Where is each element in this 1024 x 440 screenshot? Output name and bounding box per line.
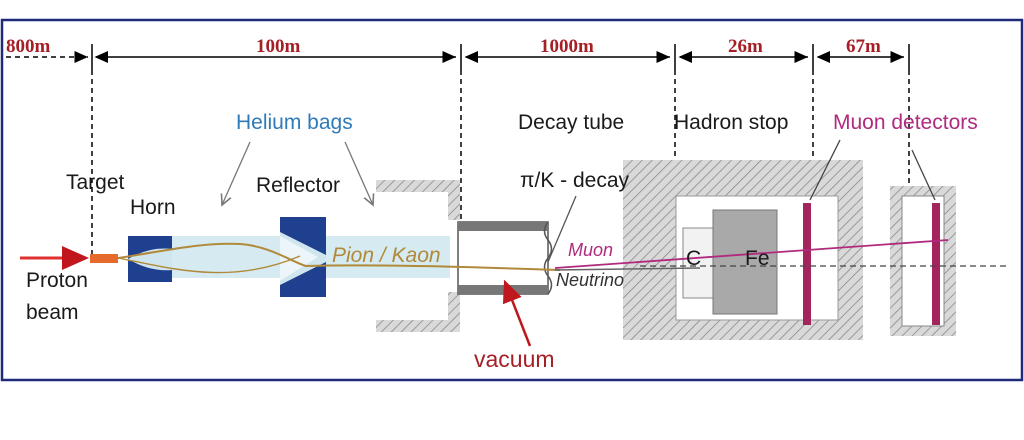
neutrino-label: Neutrino — [556, 270, 624, 290]
helium-bags-pointer-right — [344, 141, 373, 205]
horn-magnet — [128, 236, 172, 282]
dimension-line — [6, 44, 910, 70]
muon-detectors-label: Muon detectors — [833, 111, 978, 134]
decay-pointer — [547, 195, 577, 263]
carbon-label: C — [686, 247, 701, 270]
vacuum-arrow — [502, 279, 532, 347]
muon-label: Muon — [568, 240, 613, 260]
reflector-magnet — [280, 217, 326, 297]
iron-label: Fe — [745, 247, 770, 270]
distance-100m: 100m — [256, 36, 301, 57]
pi-k-decay-label: π/K - decay — [520, 169, 630, 192]
helium-bags-label: Helium bags — [236, 111, 353, 134]
decay-tube-label: Decay tube — [518, 111, 624, 134]
pion-kaon-label: Pion / Kaon — [332, 244, 441, 267]
muon-detector-pointer-1 — [809, 139, 841, 201]
beam-label: beam — [26, 301, 79, 324]
distance-800m: 800m — [6, 36, 51, 57]
reflector-label: Reflector — [256, 174, 340, 197]
section-guides — [91, 70, 910, 262]
helium-bags-pointer-left — [222, 141, 251, 205]
vacuum-label: vacuum — [474, 346, 555, 372]
target-rod — [90, 254, 118, 263]
hadron-stop-label: Hadron stop — [674, 111, 788, 134]
neutrino-trajectory — [554, 267, 701, 271]
distance-67m: 67m — [846, 36, 881, 57]
hadron-stop — [623, 160, 863, 340]
proton-label: Proton — [26, 269, 88, 292]
horn-label: Horn — [130, 196, 176, 219]
distance-1000m: 1000m — [540, 36, 594, 57]
pion-kaon-trajectory — [117, 242, 561, 271]
pion-kaon-trajectory-2 — [117, 255, 301, 274]
distance-26m: 26m — [728, 36, 763, 57]
muon-detector-pointer-2 — [911, 149, 936, 201]
target-label: Target — [66, 171, 125, 194]
muon-trajectory — [554, 239, 949, 269]
muon-station-2 — [890, 186, 956, 336]
decay-tube-housing — [376, 180, 460, 332]
